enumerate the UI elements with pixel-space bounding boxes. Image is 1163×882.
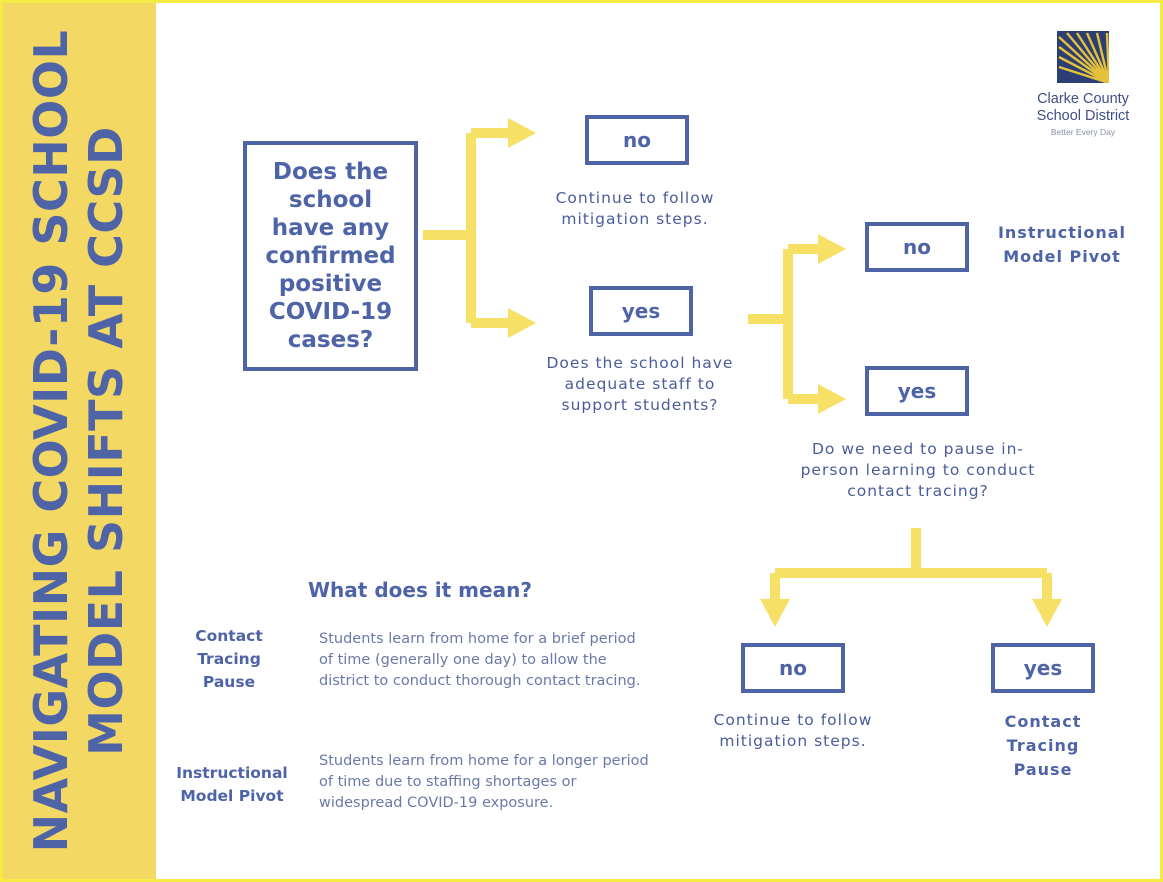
q1-yes-box: yes — [589, 286, 693, 336]
legend-term-contact-tracing: Contact Tracing Pause — [195, 627, 263, 691]
q3-no-outcome-text: Continue to follow mitigation steps. — [713, 711, 873, 750]
q3-yes-box: yes — [991, 643, 1095, 693]
instructional-model-pivot-label: Instructional Model Pivot — [997, 223, 1127, 266]
arrowhead-q2-no — [818, 234, 846, 264]
arrowhead-q3-yes — [1032, 599, 1062, 627]
title-sidebar: NAVIGATING COVID-19 SCHOOL MODEL SHIFTS … — [3, 3, 156, 879]
connector-q1 — [423, 128, 511, 328]
legend-term-instructional-pivot: Instructional Model Pivot — [176, 764, 288, 805]
q2-yes-label: yes — [897, 379, 937, 403]
contact-tracing-pause-label: Contact Tracing Pause — [1004, 712, 1082, 779]
question-2-text: Does the school have adequate staff to s… — [546, 354, 734, 414]
q3-yes-label: yes — [1023, 656, 1063, 680]
q1-no-outcome-text: Continue to follow mitigation steps. — [555, 189, 715, 228]
connector-q3 — [770, 528, 1052, 601]
q1-yes-label: yes — [621, 299, 661, 323]
arrowhead-q1-yes — [508, 308, 536, 338]
logo-name-line-2: School District — [1036, 108, 1130, 124]
q1-no-label: no — [623, 128, 651, 152]
question-1-box: Does the school have any confirmed posit… — [243, 141, 418, 371]
question-3-text: Do we need to pause in-person learning t… — [800, 440, 1036, 500]
sunburst-icon — [1057, 31, 1109, 83]
q2-no-label: no — [903, 235, 931, 259]
district-logo: Clarke County School District Better Eve… — [1013, 31, 1153, 137]
q3-no-label: no — [779, 656, 807, 680]
connector-q2 — [748, 244, 821, 404]
arrowhead-q1-no — [508, 118, 536, 148]
question-1-text: Does the school have any confirmed posit… — [265, 159, 396, 353]
legend-definition-instructional-pivot: Students learn from home for a longer pe… — [319, 753, 649, 811]
q3-no-box: no — [741, 643, 845, 693]
arrowhead-q3-no — [760, 599, 790, 627]
q2-yes-box: yes — [865, 366, 969, 416]
legend-definition-contact-tracing: Students learn from home for a brief per… — [319, 631, 641, 689]
legend-heading: What does it mean? — [308, 578, 532, 602]
arrowhead-q2-yes — [818, 384, 846, 414]
logo-name-line-1: Clarke County — [1037, 91, 1129, 107]
q2-no-box: no — [865, 222, 969, 272]
logo-tagline: Better Every Day — [1050, 127, 1116, 137]
flow-connectors — [423, 118, 1062, 627]
q1-no-box: no — [585, 115, 689, 165]
